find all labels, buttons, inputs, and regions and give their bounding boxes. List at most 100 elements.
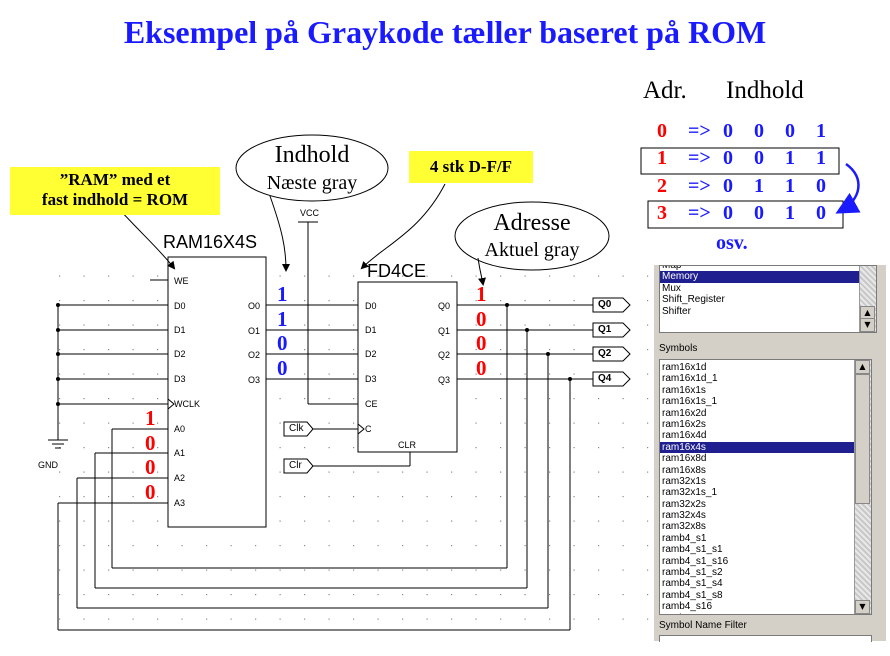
symbol-item[interactable]: ramb4_s1_s2 bbox=[662, 567, 723, 579]
ff-pin-q3: Q3 bbox=[438, 375, 451, 386]
output-tag-2: Q2 bbox=[598, 348, 612, 360]
ram-pin-o2: O2 bbox=[248, 350, 261, 361]
symbol-item[interactable]: ramb4_s1_s16 bbox=[662, 555, 729, 567]
addr-value-1: 0 bbox=[145, 430, 156, 455]
symbols-scroll-up[interactable]: ▲ bbox=[855, 360, 870, 374]
symbol-item[interactable]: ram32x8s bbox=[662, 521, 706, 533]
c-clock-symbol bbox=[357, 423, 365, 435]
ram-pin-a3: A3 bbox=[174, 498, 186, 508]
symbol-item[interactable]: ramb4_s1_s8 bbox=[662, 589, 723, 601]
indhold-pointer bbox=[269, 195, 290, 272]
ram-pin-a0: A0 bbox=[174, 424, 186, 434]
symbols-scroll-thumb[interactable] bbox=[855, 374, 870, 504]
symbol-item[interactable]: ramb4_s16_s16 bbox=[660, 613, 871, 614]
rom-bit-2-2: 1 bbox=[785, 174, 795, 197]
rom-arrow-3: => bbox=[688, 201, 711, 224]
symbol-item[interactable]: ram32x1s_1 bbox=[662, 487, 718, 499]
ram-pin-wclk: WCLK bbox=[174, 399, 201, 409]
ram-pin-a2: A2 bbox=[174, 473, 186, 483]
ff-callout: 4 stk D-F/F bbox=[409, 151, 533, 183]
ff-pointer bbox=[360, 183, 446, 270]
ram-callout-line1: ”RAM” med et bbox=[59, 170, 171, 189]
symbol-item[interactable]: ram16x8s bbox=[662, 464, 706, 476]
ff-pin-d0: D0 bbox=[365, 301, 377, 311]
symbol-item[interactable]: ram16x8d bbox=[662, 453, 707, 465]
category-item[interactable]: Memory bbox=[660, 271, 876, 283]
ff-clr-pin: CLR bbox=[398, 440, 417, 450]
ram-callout: ”RAM” med et fast indhold = ROM bbox=[10, 167, 220, 215]
rom-adr-0: 0 bbox=[657, 120, 667, 142]
symbol-item[interactable]: ram16x2s bbox=[662, 418, 706, 430]
category-scrollbar[interactable]: ▲ ▼ bbox=[859, 266, 876, 332]
symbol-item[interactable]: ram32x2s bbox=[662, 498, 706, 510]
symbols-scrollbar[interactable]: ▲ ▼ bbox=[854, 360, 871, 614]
symbol-item[interactable]: ramb4_s1 bbox=[662, 532, 707, 544]
rom-bit-1-1: 0 bbox=[754, 147, 764, 170]
rom-bit-3-0: 0 bbox=[723, 201, 733, 224]
category-item[interactable]: Map bbox=[662, 265, 682, 271]
rom-arrow-2: => bbox=[688, 174, 711, 197]
ff-block bbox=[357, 281, 458, 453]
category-item[interactable]: Shifter bbox=[662, 305, 691, 317]
rom-bit-1-3: 1 bbox=[816, 147, 826, 170]
clk-input-tag bbox=[283, 421, 314, 437]
addr-value-2: 0 bbox=[145, 455, 156, 479]
ram-out-value-1: 1 bbox=[277, 306, 288, 331]
symbol-item[interactable]: ram32x1s bbox=[662, 475, 706, 487]
symbol-item[interactable]: ram16x1d bbox=[662, 362, 707, 373]
symbol-item[interactable]: ram16x4d bbox=[662, 430, 707, 442]
symbol-item[interactable]: ramb4_s16 bbox=[662, 601, 713, 613]
addr-value-0: 1 bbox=[145, 406, 156, 430]
gnd-label: GND bbox=[38, 460, 58, 470]
rom-bit-2-0: 0 bbox=[723, 174, 733, 197]
ram-pointer bbox=[119, 209, 176, 270]
rom-bit-1-0: 0 bbox=[723, 147, 733, 170]
output-tag-3: Q4 bbox=[598, 373, 612, 385]
symbols-scroll-down[interactable]: ▼ bbox=[855, 600, 870, 614]
symbol-item[interactable]: ram16x1s_1 bbox=[662, 396, 718, 408]
rom-arrow-0: => bbox=[688, 120, 711, 142]
q-value-2: 0 bbox=[476, 331, 487, 355]
ram-pin-d3: D3 bbox=[174, 374, 186, 384]
rom-arrow bbox=[835, 162, 861, 214]
ram-pin-o1: O1 bbox=[248, 325, 261, 336]
symbol-item[interactable]: ram16x1d_1 bbox=[662, 373, 718, 385]
ff-pin-q2: Q2 bbox=[438, 350, 451, 361]
clk-tag-label: Clk bbox=[289, 423, 304, 434]
adresse-callout-sub: Aktuel gray bbox=[484, 239, 580, 261]
ff-pin-d1: D1 bbox=[365, 325, 377, 335]
symbol-item[interactable]: ram16x2d bbox=[662, 407, 707, 419]
symbol-item[interactable]: ramb4_s1_s1 bbox=[662, 544, 723, 556]
scroll-down-button[interactable]: ▼ bbox=[860, 318, 875, 332]
indhold-callout-title: Indhold bbox=[274, 142, 350, 168]
symbol-item[interactable]: ram16x4s bbox=[660, 441, 871, 454]
rom-bit-3-2: 1 bbox=[785, 201, 795, 224]
page-title: Eksempel på Graykode tæller baseret på R… bbox=[123, 14, 767, 50]
ram-pin-d2: D2 bbox=[174, 349, 186, 359]
symbol-item[interactable]: ram32x4s bbox=[662, 510, 706, 522]
ram-block bbox=[167, 256, 267, 528]
indhold-callout-sub: Næste gray bbox=[266, 172, 358, 194]
ram-out-value-2: 0 bbox=[277, 331, 288, 355]
rom-bit-0-2: 0 bbox=[785, 120, 795, 142]
filter-label: Symbol Name Filter bbox=[659, 620, 747, 631]
ram-pin-o0: O0 bbox=[248, 301, 261, 311]
output-tag-1: Q1 bbox=[598, 323, 612, 335]
q-value-3: 0 bbox=[476, 355, 487, 380]
ff-pin-q0: Q0 bbox=[438, 301, 451, 311]
category-item[interactable]: Mux bbox=[662, 282, 681, 294]
output-tag-0: Q0 bbox=[598, 299, 612, 310]
ff-pin-ce: CE bbox=[365, 399, 378, 409]
symbol-item[interactable]: ram16x1s bbox=[662, 384, 706, 396]
adresse-pointer bbox=[477, 257, 486, 286]
symbol-item[interactable]: ramb4_s1_s4 bbox=[662, 578, 723, 590]
output-tags bbox=[592, 297, 631, 387]
category-item[interactable]: Shift_Register bbox=[662, 294, 725, 306]
rom-bit-2-1: 1 bbox=[754, 174, 764, 197]
filter-input[interactable] bbox=[659, 635, 872, 642]
rom-row1-box bbox=[640, 147, 840, 175]
ram-out-value-3: 0 bbox=[277, 355, 288, 380]
